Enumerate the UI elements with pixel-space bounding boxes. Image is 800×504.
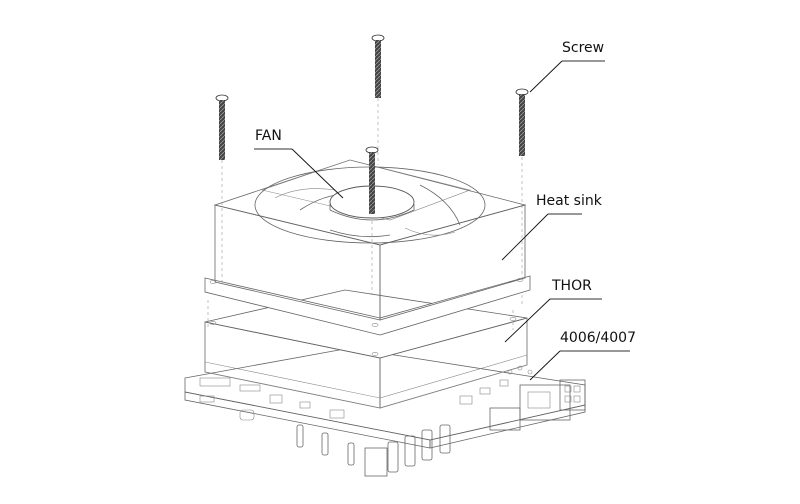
board-components	[199, 365, 533, 421]
usb-ports	[296, 424, 451, 477]
board-label: 4006/4007	[560, 330, 636, 346]
screw-label: Screw	[562, 40, 605, 56]
screw-left	[215, 94, 229, 160]
leader-lines	[254, 60, 630, 381]
carrier-board	[184, 347, 586, 477]
heat-sink-label: Heat sink	[536, 193, 602, 209]
screw-right	[515, 88, 529, 156]
fan	[274, 184, 461, 238]
screw-top	[371, 34, 385, 98]
screw-center	[365, 146, 379, 214]
fan-label: FAN	[255, 128, 282, 144]
heat-sink	[204, 159, 531, 336]
thor-label: THOR	[552, 278, 592, 294]
